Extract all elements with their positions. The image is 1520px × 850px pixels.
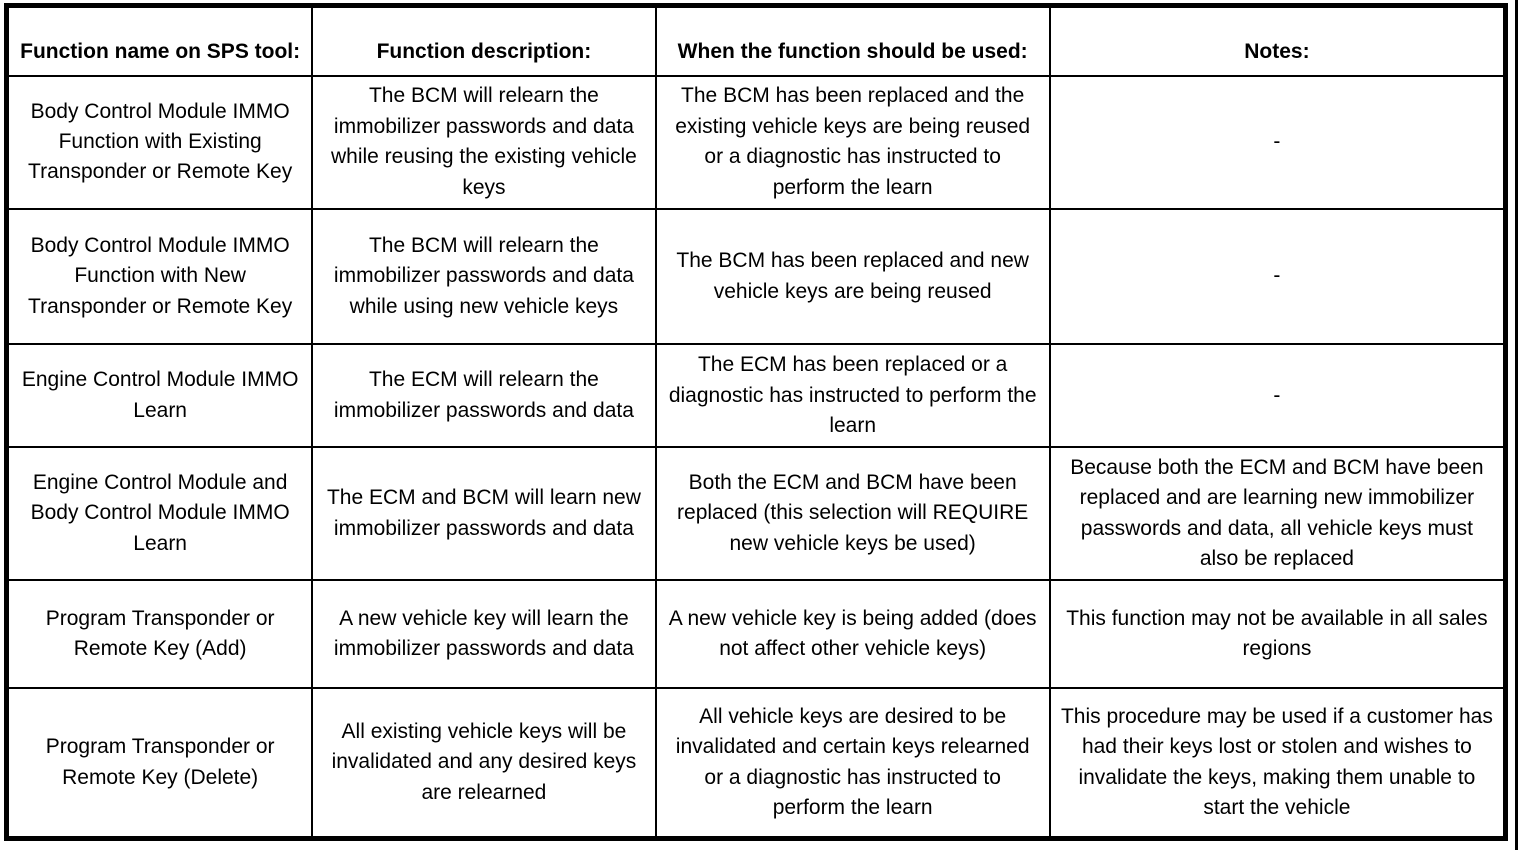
cell-function-description: The ECM will relearn the immobilizer pas…: [311, 343, 657, 449]
cell-notes: This procedure may be used if a customer…: [1048, 687, 1507, 840]
cell-notes: -: [1048, 343, 1507, 449]
page-edge-line: [1515, 0, 1518, 850]
cell-function-name: Program Transponder or Remote Key (Add): [5, 578, 314, 690]
column-header-when-used: When the function should be used:: [654, 4, 1051, 77]
column-header-function-description: Function description:: [311, 4, 657, 77]
cell-notes: Because both the ECM and BCM have been r…: [1048, 446, 1507, 581]
column-header-function-name: Function name on SPS tool:: [5, 4, 314, 77]
cell-function-name: Engine Control Module and Body Control M…: [5, 446, 314, 581]
cell-function-description: The BCM will relearn the immobilizer pas…: [311, 74, 657, 210]
sps-functions-table: Function name on SPS tool: Function desc…: [4, 3, 1508, 841]
cell-function-name: Body Control Module IMMO Function with N…: [5, 207, 314, 346]
cell-notes: -: [1048, 207, 1507, 346]
table-row: Program Transponder or Remote Key (Add) …: [5, 578, 1507, 690]
cell-function-description: The ECM and BCM will learn new immobiliz…: [311, 446, 657, 581]
cell-function-description: The BCM will relearn the immobilizer pas…: [311, 207, 657, 346]
table-row: Program Transponder or Remote Key (Delet…: [5, 687, 1507, 840]
cell-when-used: All vehicle keys are desired to be inval…: [654, 687, 1051, 840]
cell-when-used: A new vehicle key is being added (does n…: [654, 578, 1051, 690]
cell-when-used: The BCM has been replaced and new vehicl…: [654, 207, 1051, 346]
cell-notes: -: [1048, 74, 1507, 210]
cell-when-used: The ECM has been replaced or a diagnosti…: [654, 343, 1051, 449]
cell-function-description: A new vehicle key will learn the immobil…: [311, 578, 657, 690]
table-row: Engine Control Module IMMO Learn The ECM…: [5, 343, 1507, 449]
column-header-notes: Notes:: [1048, 4, 1507, 77]
header-row: Function name on SPS tool: Function desc…: [5, 4, 1507, 77]
cell-function-name: Program Transponder or Remote Key (Delet…: [5, 687, 314, 840]
cell-when-used: Both the ECM and BCM have been replaced …: [654, 446, 1051, 581]
cell-notes: This function may not be available in al…: [1048, 578, 1507, 690]
table-row: Body Control Module IMMO Function with N…: [5, 207, 1507, 346]
cell-function-name: Body Control Module IMMO Function with E…: [5, 74, 314, 210]
cell-function-name: Engine Control Module IMMO Learn: [5, 343, 314, 449]
table-row: Engine Control Module and Body Control M…: [5, 446, 1507, 581]
table-row: Body Control Module IMMO Function with E…: [5, 74, 1507, 210]
cell-when-used: The BCM has been replaced and the existi…: [654, 74, 1051, 210]
cell-function-description: All existing vehicle keys will be invali…: [311, 687, 657, 840]
